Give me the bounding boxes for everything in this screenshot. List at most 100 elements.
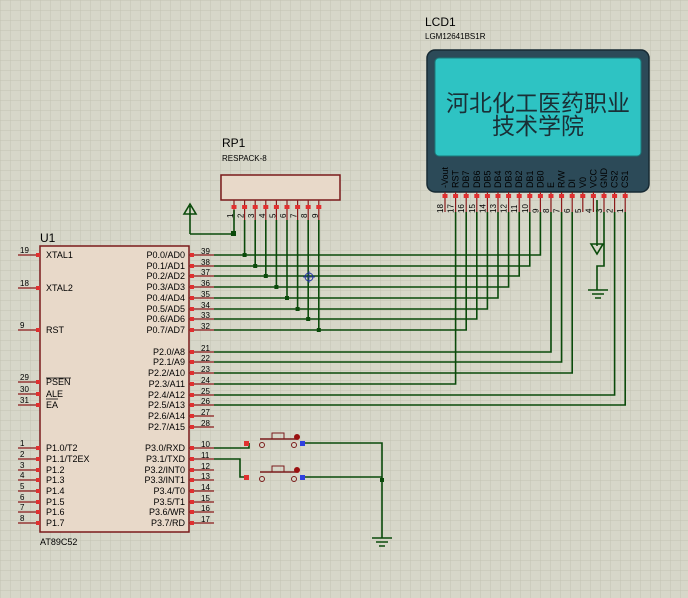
mcu-pin-number: 32 xyxy=(201,322,210,331)
lcd-pin-number: 14 xyxy=(478,204,487,213)
lcd-pin-label: CS2 xyxy=(610,170,620,188)
mcu-pin-marker xyxy=(190,478,194,482)
lcd-pin-label: DB3 xyxy=(504,170,514,188)
push-button-1[interactable] xyxy=(244,432,305,448)
mcu-pin-label: P2.6/A14 xyxy=(148,411,185,421)
ground-symbol-icon xyxy=(588,289,608,299)
lcd-pin-marker xyxy=(474,194,480,198)
mcu-pin-marker xyxy=(190,317,194,321)
rp-model: RESPACK-8 xyxy=(222,154,267,163)
mcu-pin-marker xyxy=(190,393,194,397)
mcu-pin-marker xyxy=(190,360,194,364)
push-button-2[interactable] xyxy=(244,465,305,482)
wire xyxy=(596,212,605,290)
mcu-pin-marker xyxy=(190,468,194,472)
junction-dot xyxy=(295,307,300,311)
lcd-pin-label: R/W xyxy=(557,170,567,188)
mcu-pin-marker xyxy=(190,457,194,461)
mcu-pin-number: 33 xyxy=(201,311,210,320)
mcu-pin-number: 3 xyxy=(20,461,25,470)
lcd-pin-number: 3 xyxy=(595,208,604,213)
lcd-pin-label: E xyxy=(546,182,556,188)
mcu-pin-label: P3.4/T0 xyxy=(153,486,185,496)
wire xyxy=(214,212,542,256)
rp-pin-number: 5 xyxy=(268,213,277,218)
lcd-display-line1: 河北化工医药职业 xyxy=(446,91,630,117)
mcu-pin-label: EA xyxy=(46,400,58,410)
mcu-pin-label: P3.0/RXD xyxy=(145,443,186,453)
lcd-pin-number: 8 xyxy=(542,208,551,213)
lcd-pin-number: 18 xyxy=(436,204,445,213)
mcu-pin-marker xyxy=(190,296,194,300)
mcu-pin-label: P0.1/AD1 xyxy=(146,261,185,271)
lcd-component[interactable]: LCD1 LGM12641BS1R 河北化工医药职业 技术学院 -Vout18R… xyxy=(425,15,650,213)
mcu-pin-label: P1.1/T2EX xyxy=(46,454,90,464)
mcu-pin-marker xyxy=(190,510,194,514)
mcu-pin-marker xyxy=(36,328,40,332)
mcu-pin-marker xyxy=(190,425,194,429)
mcu-pin-label: P2.2/A10 xyxy=(148,368,185,378)
lcd-ref: LCD1 xyxy=(425,15,456,29)
mcu-pin-number: 14 xyxy=(201,483,210,492)
lcd-pin-marker xyxy=(569,194,575,198)
mcu-pin-label: P1.6 xyxy=(46,507,65,517)
lcd-pin-marker xyxy=(453,194,459,198)
mcu-pin-number: 21 xyxy=(201,344,210,353)
lcd-pin-marker xyxy=(484,194,490,198)
lcd-pin-number: 7 xyxy=(553,208,562,213)
contact xyxy=(259,442,265,448)
lcd-pin-number: 16 xyxy=(457,204,466,213)
mcu-pin-number: 18 xyxy=(20,279,29,288)
mcu-pin-number: 22 xyxy=(201,354,210,363)
rp-pin-marker xyxy=(284,205,290,209)
mcu-pin-number: 25 xyxy=(201,387,210,396)
wire xyxy=(305,442,383,538)
mcu-pin-marker xyxy=(36,457,40,461)
rp-pin-marker xyxy=(273,205,279,209)
rp-ref: RP1 xyxy=(222,136,246,150)
mcu-pin-label: P2.3/A11 xyxy=(149,379,185,389)
mcu-pin-label: P0.3/AD3 xyxy=(146,282,185,292)
mcu-pin-label: P0.2/AD2 xyxy=(146,271,185,281)
mcu-pin-number: 23 xyxy=(201,365,210,374)
power-arrow-icon xyxy=(182,202,198,234)
pin-marker xyxy=(244,441,249,446)
junction-dot xyxy=(306,317,311,321)
mcu-pin-number: 1 xyxy=(20,439,25,448)
mcu-pin-number: 13 xyxy=(201,472,210,481)
contact xyxy=(291,476,297,482)
lcd-pin-marker xyxy=(442,194,448,198)
mcu-pin-number: 5 xyxy=(20,482,25,491)
lcd-pin-marker xyxy=(612,194,618,198)
mcu-pin-number: 39 xyxy=(201,247,210,256)
junction-dot xyxy=(242,253,247,257)
junction-dot xyxy=(285,296,289,300)
mcu-pin-label: P0.5/AD5 xyxy=(146,304,185,314)
button-indicator-icon xyxy=(294,434,300,440)
lcd-pin-number: 4 xyxy=(584,208,593,213)
lcd-pin-number: 1 xyxy=(616,208,625,213)
mcu-pin-label: P1.3 xyxy=(46,475,65,485)
mcu-pin-number: 35 xyxy=(201,290,210,299)
lcd-pin-marker xyxy=(580,194,586,198)
mcu-pin-number: 37 xyxy=(201,268,210,277)
lcd-pin-marker xyxy=(506,194,512,198)
mcu-pin-number: 31 xyxy=(20,396,29,405)
lcd-pin-marker xyxy=(622,194,628,198)
lcd-screen xyxy=(434,57,642,157)
mcu-pin-number: 12 xyxy=(201,462,210,471)
rp-pin-marker xyxy=(305,205,311,209)
mcu-pin-marker xyxy=(190,350,194,354)
mcu-pin-marker xyxy=(190,403,194,407)
lcd-pin-number: 13 xyxy=(489,204,498,213)
mcu-pin-number: 10 xyxy=(201,440,210,449)
mcu-pin-marker xyxy=(36,403,40,407)
lcd-pin-label: DB5 xyxy=(482,170,492,188)
mcu-pin-marker xyxy=(36,392,40,396)
pin-marker xyxy=(300,441,305,446)
mcu-pin-label: P1.2 xyxy=(46,465,65,475)
junction-dot xyxy=(316,328,321,332)
rp-pin-number: 3 xyxy=(247,213,256,218)
